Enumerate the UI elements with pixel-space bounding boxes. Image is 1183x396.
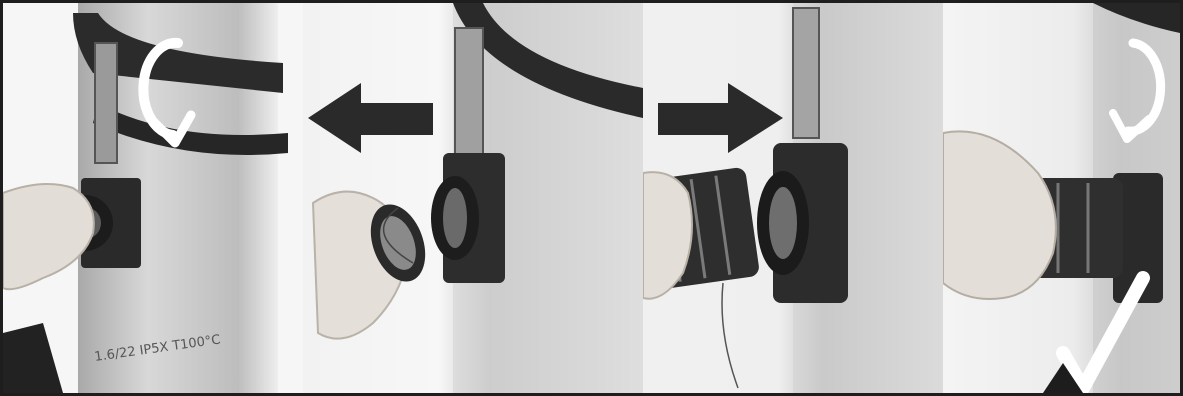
panel-step-4: [943, 3, 1180, 393]
panel-step-3: [643, 3, 943, 393]
panel-step-1: 1.6/22 IP5X T100°C: [3, 3, 303, 393]
panel-step-2: [303, 3, 643, 393]
